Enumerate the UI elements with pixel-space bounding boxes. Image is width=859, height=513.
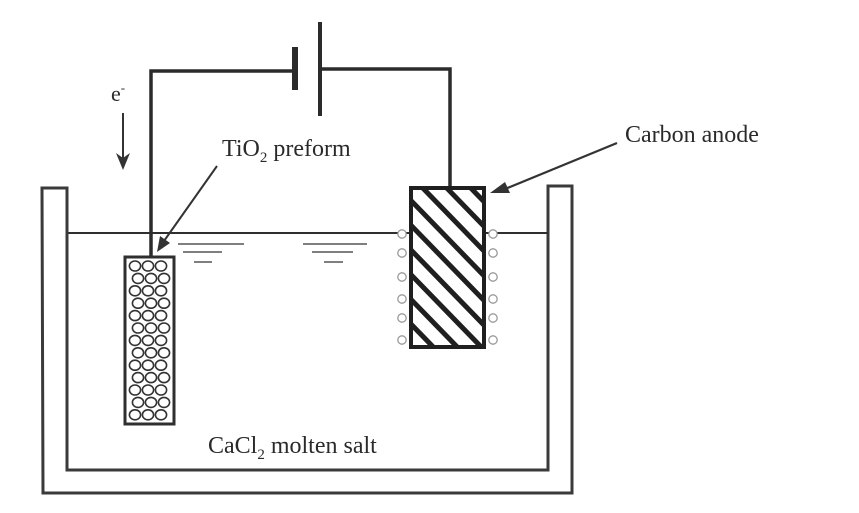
bubble-left	[397, 248, 407, 258]
cathode-preform	[123, 255, 176, 426]
hatch-line	[419, 188, 484, 255]
preform-pellet	[157, 346, 171, 359]
preform-pellet	[154, 359, 168, 372]
preform-pellet	[157, 371, 171, 384]
preform-pellet	[144, 396, 158, 409]
battery-positive-plate	[318, 22, 322, 116]
preform-pellet	[157, 297, 171, 310]
hatch-line	[411, 246, 484, 329]
anode-hatching	[411, 180, 777, 355]
preform-pellet	[128, 359, 142, 372]
preform-pellet	[141, 384, 155, 396]
wire-to-anode	[319, 67, 452, 189]
preform-pellet	[131, 297, 145, 310]
preform-pellet	[131, 322, 145, 334]
bubble-right	[488, 229, 498, 239]
cathode-pointer-arrowhead	[157, 236, 170, 252]
hatch-line	[411, 345, 413, 347]
preform-pellet	[141, 284, 155, 297]
electrolyte-label: CaCl2 molten salt	[208, 433, 377, 463]
crucible-outer-wall	[40, 184, 574, 495]
preform-pellet	[131, 396, 145, 409]
preform-pellets	[128, 260, 171, 421]
external-circuit	[149, 67, 452, 259]
preform-pellet	[157, 396, 171, 409]
preform-pellet	[131, 371, 145, 384]
preform-pellet	[154, 260, 168, 272]
preform-pellet	[154, 334, 168, 347]
bubble-left	[397, 294, 407, 304]
hatch-line	[559, 180, 729, 355]
preform-pellet	[128, 408, 142, 421]
carbon-anode	[397, 180, 777, 355]
hatch-line	[411, 295, 461, 347]
bubble-right	[488, 313, 498, 323]
cathode-label: TiO2 preform	[222, 136, 351, 166]
bubble-left	[397, 313, 407, 323]
bubble-right	[488, 294, 498, 304]
preform-pellet	[144, 272, 158, 285]
preform-pellet	[141, 309, 155, 322]
preform-pellet	[154, 384, 168, 396]
battery-negative-plate	[292, 47, 298, 90]
preform-pellet	[141, 260, 155, 272]
preform-pellet	[128, 384, 142, 396]
hatch-line	[411, 271, 484, 347]
hatch-line	[411, 197, 484, 280]
preform-pellet	[131, 272, 145, 285]
hatch-line	[607, 180, 777, 355]
preform-pellet	[128, 284, 142, 297]
bubble-right	[488, 272, 498, 282]
hatch-line	[443, 188, 484, 230]
preform-pellet	[128, 260, 142, 272]
bubble-right	[488, 335, 498, 345]
down-arrow-icon	[116, 153, 130, 170]
crucible	[40, 184, 574, 495]
hatch-line	[583, 180, 753, 355]
preform-pellet	[141, 334, 155, 347]
preform-pellet	[128, 309, 142, 322]
bubble-left	[397, 335, 407, 345]
anode-pointer-arrowhead	[490, 182, 510, 193]
hatch-line	[511, 180, 681, 355]
preform-pellet	[157, 272, 171, 285]
preform-pellet	[144, 297, 158, 310]
preform-pellet	[154, 309, 168, 322]
preform-pellet	[141, 408, 155, 421]
electron-label: e-	[111, 80, 125, 106]
bubble-right	[488, 248, 498, 258]
wire-to-cathode	[149, 69, 295, 259]
surface-ripples	[178, 243, 367, 263]
anode-outline	[409, 186, 486, 349]
preform-pellet	[157, 322, 171, 334]
anode-label: Carbon anode	[625, 122, 759, 148]
anode-pointer-line	[504, 141, 618, 191]
preform-pellet	[154, 284, 168, 297]
gas-bubbles	[397, 229, 498, 345]
preform-pellet	[144, 346, 158, 359]
cathode-callout: TiO2 preform	[157, 136, 351, 252]
preform-pellet	[141, 359, 155, 372]
preform-pellet	[128, 334, 142, 347]
bubble-left	[397, 229, 407, 239]
preform-pellet	[144, 371, 158, 384]
anode-callout: Carbon anode	[490, 122, 759, 193]
cathode-pointer-line	[163, 165, 218, 242]
preform-pellet	[131, 346, 145, 359]
hatch-line	[411, 221, 484, 305]
bubble-left	[397, 272, 407, 282]
battery-icon	[292, 22, 322, 116]
electron-flow: e-	[111, 80, 130, 170]
preform-pellet	[154, 408, 168, 421]
preform-pellet	[144, 322, 158, 334]
